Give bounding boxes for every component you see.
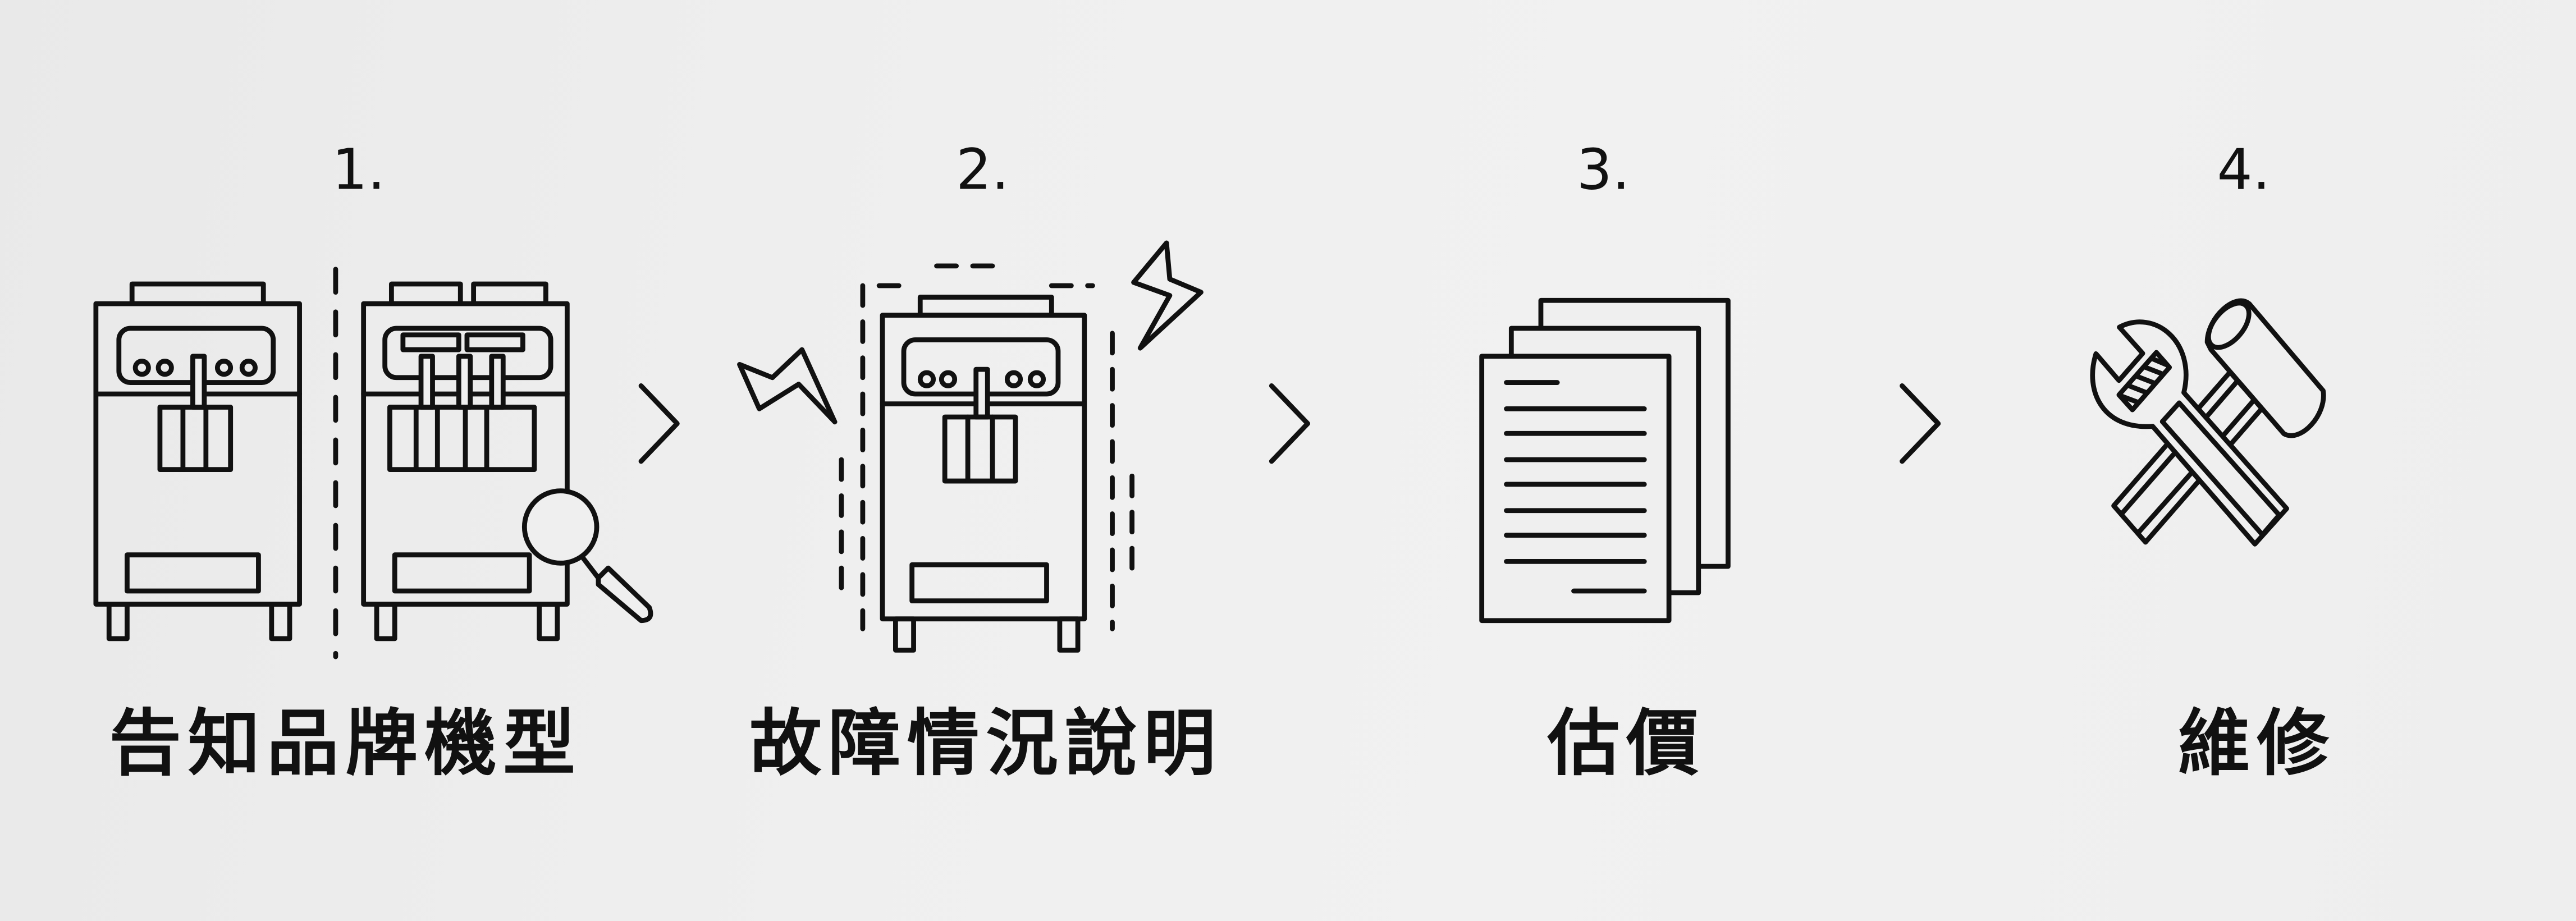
- step-3-label: 估價: [1547, 702, 1705, 786]
- step-4-number: 4.: [2217, 138, 2270, 202]
- machine-brand-icon: [93, 267, 653, 659]
- chevron-right-icon: [638, 383, 680, 464]
- step-2-label: 故障情況說明: [749, 702, 1222, 786]
- step-1-label: 告知品牌機型: [109, 702, 582, 786]
- machine-malfunction-icon: [737, 240, 1204, 653]
- step-2-number: 2.: [956, 138, 1009, 202]
- documents-icon: [1479, 297, 1731, 624]
- step-4-label: 維修: [2178, 702, 2336, 786]
- wrench-hammer-icon: [2090, 298, 2326, 547]
- step-1-number: 1.: [332, 138, 385, 202]
- single-nozzle-machine-icon: [93, 281, 302, 642]
- chevron-right-icon: [1900, 383, 1941, 464]
- magnifier-icon: [521, 488, 653, 624]
- step-3-number: 3.: [1577, 138, 1630, 202]
- lightning-icon: [737, 347, 838, 425]
- shake-dashes: [839, 263, 1135, 631]
- lightning-icon: [1131, 240, 1204, 351]
- chevron-right-icon: [1269, 383, 1310, 464]
- triple-nozzle-machine-icon: [361, 281, 570, 642]
